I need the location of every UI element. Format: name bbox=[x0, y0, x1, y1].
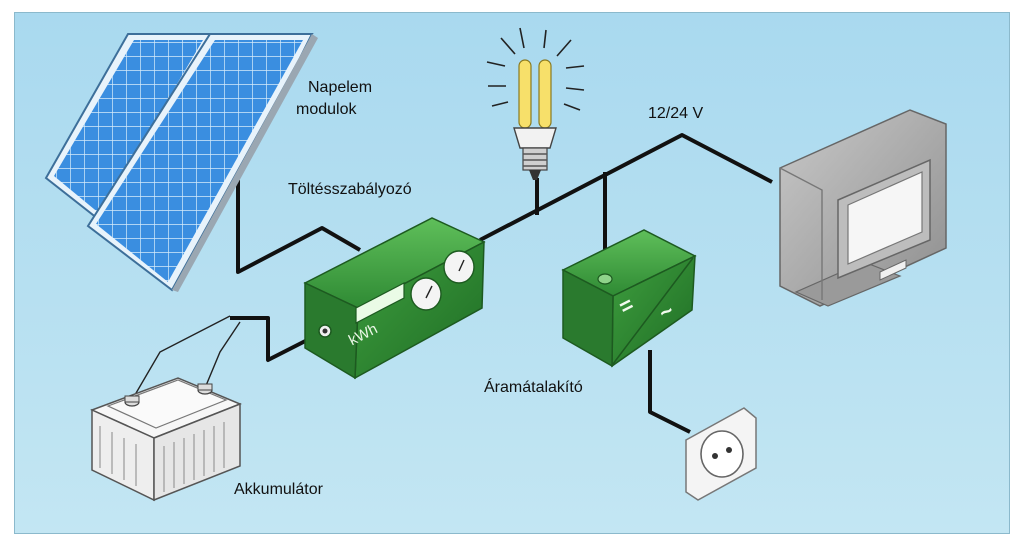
battery-label: Akkumulátor bbox=[234, 481, 323, 498]
inverter-label: Áramátalakító bbox=[484, 379, 583, 396]
tv-icon bbox=[779, 109, 947, 307]
battery-thin-wires bbox=[131, 315, 241, 401]
battery-wire bbox=[230, 316, 324, 362]
light-bulb-icon bbox=[486, 27, 585, 180]
panel-wire bbox=[236, 180, 362, 274]
solar-panel-icon bbox=[44, 33, 318, 292]
meter-gauge-icon bbox=[410, 277, 442, 311]
voltage-label: 12/24 V bbox=[648, 105, 704, 122]
outlet-wire bbox=[648, 350, 691, 434]
solar-modules-label-line2: modulok bbox=[296, 101, 357, 118]
inverter-box bbox=[561, 229, 697, 368]
solar-modules-label-line1: Napelem bbox=[308, 79, 373, 96]
wiring bbox=[230, 133, 773, 434]
charge-controller-box bbox=[303, 217, 486, 380]
main-bus-wire bbox=[479, 133, 773, 242]
charge-controller-label: Töltésszabályozó bbox=[288, 181, 412, 198]
power-outlet-icon bbox=[685, 407, 757, 501]
battery-icon bbox=[90, 377, 242, 502]
